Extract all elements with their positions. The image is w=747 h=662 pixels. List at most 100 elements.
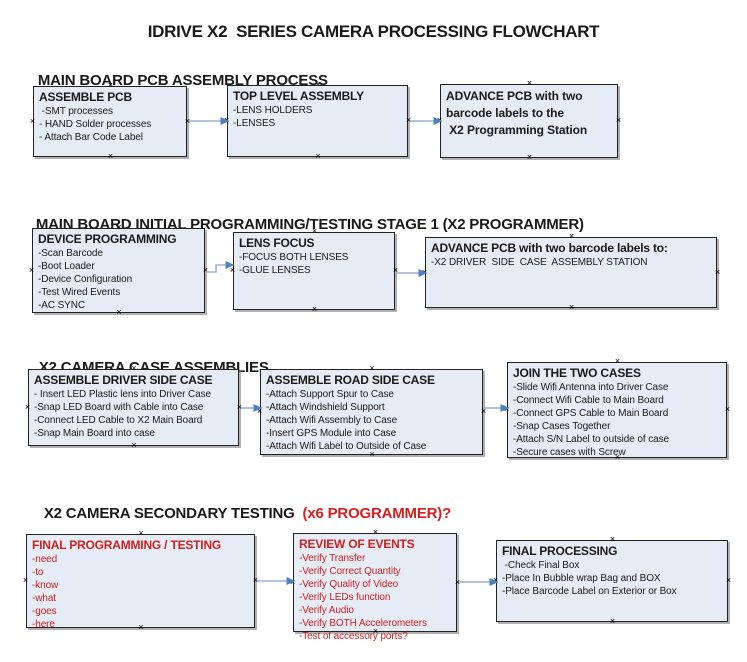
connection-handle-icon[interactable]: × bbox=[421, 266, 428, 277]
connection-handle-icon[interactable]: × bbox=[107, 151, 114, 161]
box-assemble-driver-side-case[interactable]: × × × × ASSEMBLE DRIVER SIDE CASE - Inse… bbox=[25, 364, 242, 450]
connection-handle-icon[interactable]: × bbox=[725, 575, 732, 585]
connection-handle-icon[interactable]: × bbox=[372, 527, 379, 537]
box-lens-focus[interactable]: × × × × LENS FOCUS -FOCUS BOTH LENSES -G… bbox=[230, 227, 398, 314]
connector-arrow-elbow[interactable] bbox=[206, 261, 235, 273]
box-top-level-assembly[interactable]: × × × × TOP LEVEL ASSEMBLY -LENS HOLDERS… bbox=[224, 80, 411, 161]
box-item: -Scan Barcode bbox=[38, 248, 103, 259]
box-heading: ASSEMBLE PCB bbox=[39, 90, 132, 104]
connection-handle-icon[interactable]: × bbox=[714, 266, 721, 277]
section-heading-secondary-testing: X2 CAMERA SECONDARY TESTING (x6 PROGRAMM… bbox=[28, 488, 451, 539]
box-item: -X2 DRIVER SIDE CASE ASSEMBLY STATION bbox=[431, 257, 648, 268]
box-item: -LENS HOLDERS bbox=[233, 105, 313, 116]
connection-handle-icon[interactable]: × bbox=[454, 576, 461, 587]
connection-handle-icon[interactable]: × bbox=[29, 115, 36, 126]
connection-handle-icon[interactable]: × bbox=[223, 115, 230, 125]
connection-handle-icon[interactable]: × bbox=[138, 622, 144, 632]
connection-handle-icon[interactable]: × bbox=[609, 534, 616, 544]
box-heading: ADVANCE PCB with two barcode labels to: bbox=[431, 241, 668, 255]
box-item: -Insert GPS Module into Case bbox=[266, 428, 397, 439]
box-heading: FINAL PROGRAMMING / TESTING bbox=[32, 538, 222, 552]
box-assemble-pcb[interactable]: × × × × ASSEMBLE PCB -SMT processes - HA… bbox=[30, 81, 190, 161]
connection-handle-icon[interactable]: × bbox=[252, 575, 259, 585]
connection-handle-icon[interactable]: × bbox=[236, 401, 243, 412]
box-item: -Snap Main Board into case bbox=[34, 428, 155, 439]
connection-handle-icon[interactable]: × bbox=[28, 264, 35, 275]
connection-handle-icon[interactable]: × bbox=[369, 363, 375, 373]
box-item: -what bbox=[32, 593, 56, 604]
box-item: -Test of accessory ports? bbox=[299, 631, 408, 642]
section-heading-text: X2 CAMERA SECONDARY TESTING bbox=[43, 505, 295, 522]
connection-handle-icon[interactable]: × bbox=[229, 265, 236, 275]
connection-handle-icon[interactable]: × bbox=[131, 363, 137, 373]
box-item: -FOCUS BOTH LENSES bbox=[239, 252, 349, 263]
connection-handle-icon[interactable]: × bbox=[116, 222, 122, 232]
connection-handle-icon[interactable]: × bbox=[526, 78, 533, 88]
box-heading: TOP LEVEL ASSEMBLY bbox=[233, 89, 364, 103]
box-item: -Verify LEDs function bbox=[299, 592, 391, 603]
connection-handle-icon[interactable]: × bbox=[184, 115, 191, 126]
box-item: ADVANCE PCB with two bbox=[446, 89, 583, 103]
box-advance-pcb-to-programming-station[interactable]: × × × × ADVANCE PCB with two barcode lab… bbox=[437, 79, 621, 162]
box-item: barcode labels to the bbox=[446, 106, 564, 120]
connection-handle-icon[interactable]: × bbox=[24, 401, 31, 412]
box-review-of-events[interactable]: × × × × REVIEW OF EVENTS -Verify Transfe… bbox=[290, 528, 460, 643]
section-heading-text: MAIN BOARD PCB ASSEMBLY PROCESS bbox=[37, 72, 328, 89]
box-item: -SMT processes bbox=[39, 106, 113, 117]
box-item: -GLUE LENSES bbox=[239, 265, 311, 276]
connection-handle-icon[interactable]: × bbox=[116, 307, 122, 317]
connection-handle-icon[interactable]: × bbox=[372, 626, 379, 636]
connection-handle-icon[interactable]: × bbox=[311, 304, 318, 314]
box-item: -Attach Wifi Label to Outside of Case bbox=[266, 441, 427, 452]
connection-handle-icon[interactable]: × bbox=[131, 440, 137, 450]
box-item: -Attach Wifi Assembly to Case bbox=[266, 415, 398, 426]
connection-handle-icon[interactable]: × bbox=[256, 406, 263, 416]
box-item: -Check Final Box bbox=[502, 560, 580, 571]
connection-handle-icon[interactable]: × bbox=[492, 575, 499, 585]
connection-handle-icon[interactable]: × bbox=[369, 449, 375, 459]
box-item: -need bbox=[32, 554, 58, 565]
box-heading: ASSEMBLE DRIVER SIDE CASE bbox=[34, 373, 213, 387]
box-item: -Boot Loader bbox=[38, 261, 95, 272]
connection-handle-icon[interactable]: × bbox=[392, 265, 399, 275]
connection-handle-icon[interactable]: × bbox=[480, 406, 487, 416]
connection-handle-icon[interactable]: × bbox=[22, 575, 29, 585]
box-advance-pcb-to-case-assembly[interactable]: × × × × ADVANCE PCB with two barcode lab… bbox=[422, 232, 720, 312]
connection-handle-icon[interactable]: × bbox=[568, 302, 575, 312]
box-item: -to bbox=[32, 567, 44, 578]
box-item: -LENSES bbox=[233, 118, 276, 129]
connection-handle-icon[interactable]: × bbox=[609, 616, 616, 626]
connection-handle-icon[interactable]: × bbox=[436, 115, 443, 125]
box-item: -Verify Quality of Video bbox=[299, 579, 399, 590]
page-title: IDRIVE X2 SERIES CAMERA PROCESSING FLOWC… bbox=[147, 22, 600, 41]
connection-handle-icon[interactable]: × bbox=[315, 79, 321, 89]
connection-handle-icon[interactable]: × bbox=[311, 226, 318, 236]
connection-handle-icon[interactable]: × bbox=[138, 528, 144, 538]
connection-handle-icon[interactable]: × bbox=[615, 115, 622, 125]
box-item: - HAND Solder processes bbox=[39, 119, 152, 130]
connection-handle-icon[interactable]: × bbox=[315, 151, 321, 161]
connection-handle-icon[interactable]: × bbox=[614, 452, 621, 462]
connection-handle-icon[interactable]: × bbox=[107, 80, 114, 90]
box-item: -Place Barcode Label on Exterior or Box bbox=[502, 586, 677, 597]
box-final-processing[interactable]: × × × × FINAL PROCESSING -Check Final Bo… bbox=[493, 535, 731, 626]
box-final-programming-testing[interactable]: × × × × FINAL PROGRAMMING / TESTING -nee… bbox=[23, 529, 258, 632]
connection-handle-icon[interactable]: × bbox=[202, 264, 209, 275]
connection-handle-icon[interactable]: × bbox=[724, 404, 731, 414]
connection-handle-icon[interactable]: × bbox=[526, 152, 533, 162]
connection-handle-icon[interactable]: × bbox=[503, 404, 510, 414]
box-item: -Verify Audio bbox=[299, 605, 354, 616]
box-item: -AC SYNC bbox=[38, 300, 85, 311]
box-join-the-two-cases[interactable]: × × × × JOIN THE TWO CASES -Slide Wifi A… bbox=[504, 357, 730, 462]
box-heading: REVIEW OF EVENTS bbox=[299, 537, 415, 551]
box-item: -Attach S/N Label to outside of case bbox=[513, 434, 669, 445]
connection-handle-icon[interactable]: × bbox=[568, 231, 575, 241]
connection-handle-icon[interactable]: × bbox=[405, 115, 412, 125]
box-item: -know bbox=[32, 580, 59, 591]
box-assemble-road-side-case[interactable]: × × × × ASSEMBLE ROAD SIDE CASE -Attach … bbox=[257, 364, 486, 459]
box-device-programming[interactable]: × × × × DEVICE PROGRAMMING -Scan Barcode… bbox=[29, 223, 208, 317]
connection-handle-icon[interactable]: × bbox=[614, 356, 621, 366]
connection-handle-icon[interactable]: × bbox=[289, 576, 296, 587]
box-heading: LENS FOCUS bbox=[239, 236, 315, 250]
